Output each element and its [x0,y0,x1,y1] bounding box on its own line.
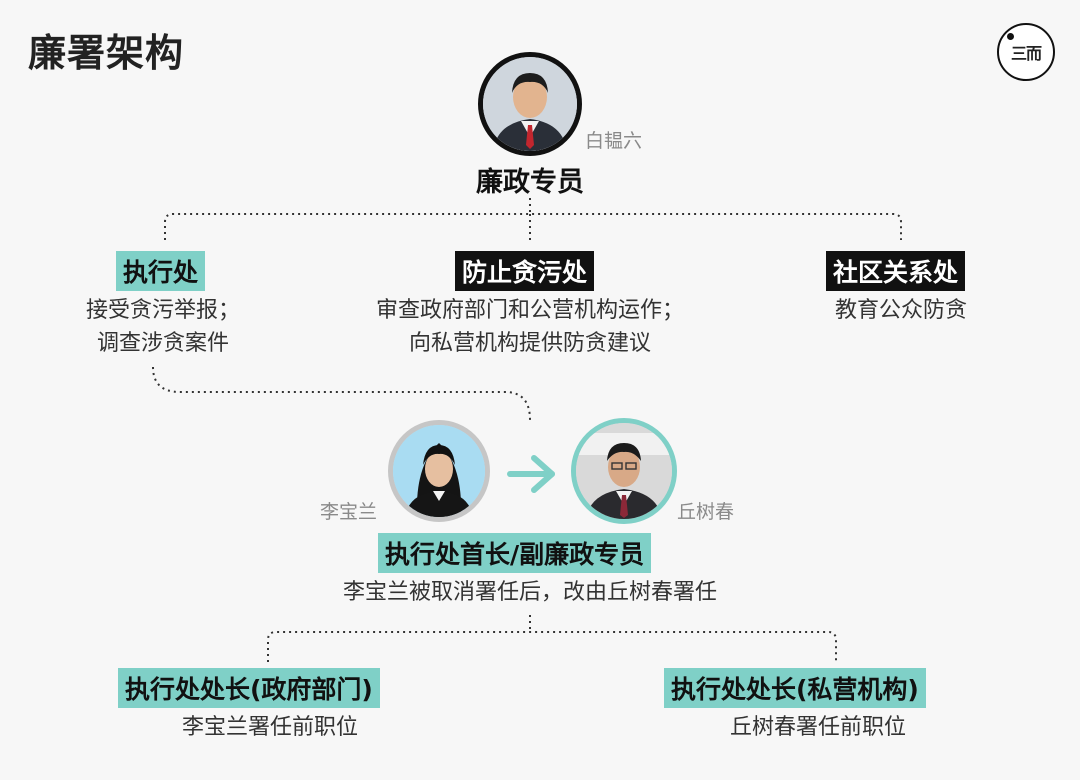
dept-desc-prevention: 审查政府部门和公营机构运作； 向私营机构提供防贪建议 [340,294,720,360]
dept-desc-line: 教育公众防贪 [834,298,967,323]
commissioner-avatar [478,52,582,156]
director-desc-government: 李宝兰署任前职位 [181,715,358,740]
person-portrait-icon [483,57,577,151]
connector-exec-to-deputy [152,366,531,421]
page-title: 廉署架构 [28,30,185,75]
arrow-right-icon [507,455,555,493]
commissioner-role: 廉政专员 [476,167,584,198]
dept-desc-enforcement: 接受贪污举报； 调查涉贪案件 [63,294,263,360]
brand-logo: 三而 [997,23,1055,81]
current-deputy-name: 丘树春 [677,501,735,523]
current-deputy-avatar [571,418,677,524]
director-desc-private: 丘树春署任前职位 [729,715,906,740]
former-deputy-name: 李宝兰 [320,501,378,523]
person-portrait-icon [576,423,672,519]
commissioner-name: 白韫六 [585,130,643,152]
deputy-note: 李宝兰被取消署任后，改由丘树春署任 [342,580,717,605]
deputy-role-label: 执行处首长/副廉政专员 [378,533,652,573]
connector-directors [267,631,837,662]
dept-desc-line: 向私营机构提供防贪建议 [408,331,651,356]
former-deputy-avatar [388,420,490,522]
dept-desc-line: 审查政府部门和公营机构运作； [375,298,684,323]
dept-label-prevention: 防止贪污处 [455,251,595,291]
logo-text: 三而 [1010,44,1042,63]
director-label-private: 执行处处长(私营机构) [664,668,926,708]
logo-dot-icon [1007,33,1014,40]
dept-desc-community: 教育公众防贪 [801,294,1001,327]
director-label-government: 执行处处长(政府部门) [118,668,380,708]
dept-label-enforcement: 执行处 [116,251,206,291]
dept-label-community: 社区关系处 [826,251,966,291]
dept-desc-line: 调查涉贪案件 [96,331,229,356]
dept-desc-line: 接受贪污举报； [85,298,240,323]
connector-departments [164,213,902,240]
person-portrait-icon [393,425,485,517]
